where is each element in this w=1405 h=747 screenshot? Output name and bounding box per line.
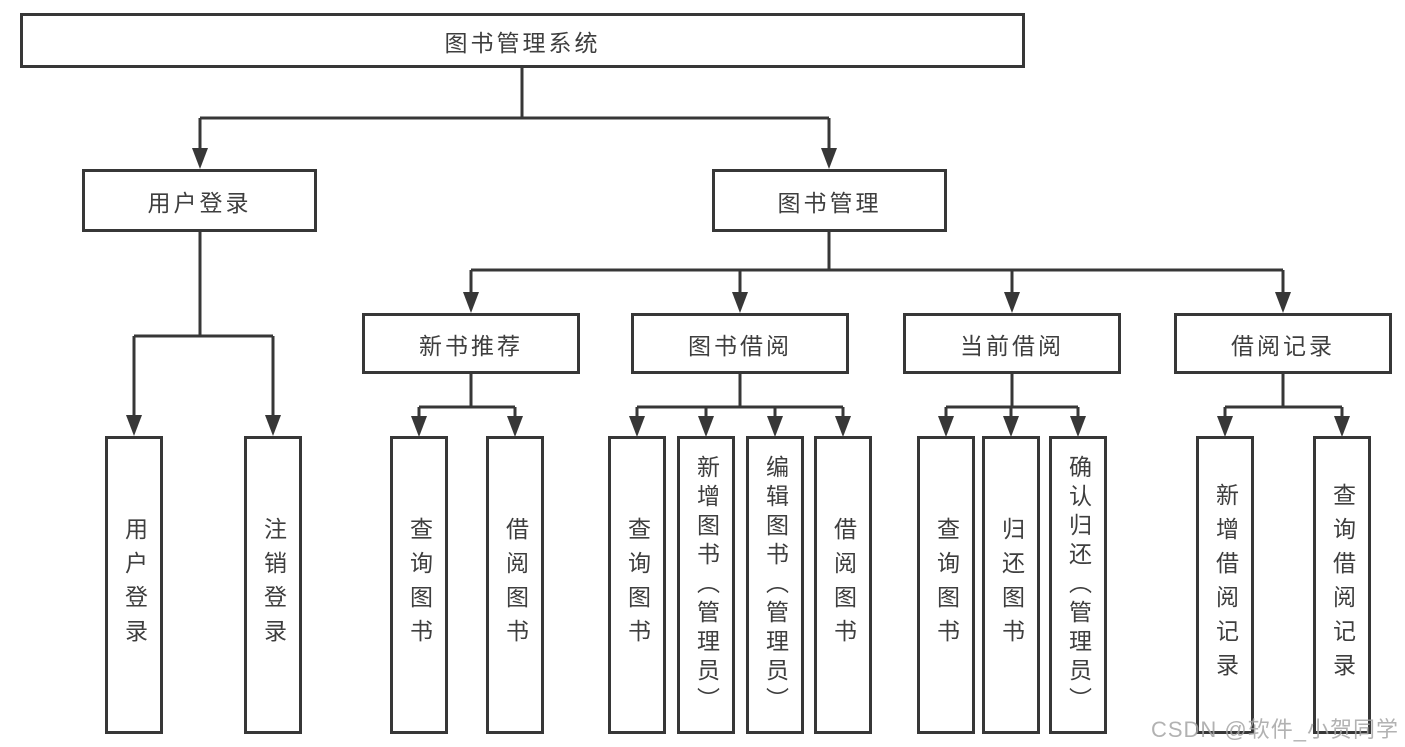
leaf-current-confirm-return-admin-label: 确认归还（管理员） xyxy=(1065,454,1092,716)
node-user-login-label: 用户登录 xyxy=(147,189,252,216)
leaf-borrow-add-books-admin: 新增图书（管理员） xyxy=(677,436,735,734)
node-borrowing-records: 借阅记录 xyxy=(1174,313,1392,374)
node-current-borrowing: 当前借阅 xyxy=(903,313,1121,374)
node-root-label: 图书管理系统 xyxy=(444,29,601,56)
node-new-book-recommend-label: 新书推荐 xyxy=(419,332,523,359)
leaf-borrow-edit-books-admin: 编辑图书（管理员） xyxy=(746,436,804,734)
leaf-newbook-borrow-books-label: 借阅图书 xyxy=(502,517,529,653)
leaf-current-confirm-return-admin: 确认归还（管理员） xyxy=(1049,436,1107,734)
leaf-borrow-query-books: 查询图书 xyxy=(608,436,666,734)
leaf-user-login: 用户登录 xyxy=(105,436,163,734)
node-current-borrowing-label: 当前借阅 xyxy=(960,332,1064,359)
leaf-borrow-query-books-label: 查询图书 xyxy=(624,517,651,653)
leaf-borrow-borrow-books: 借阅图书 xyxy=(814,436,872,734)
leaf-logout-label: 注销登录 xyxy=(260,517,287,653)
node-book-borrowing: 图书借阅 xyxy=(631,313,849,374)
leaf-records-query-record-label: 查询借阅记录 xyxy=(1329,483,1356,687)
node-borrowing-records-label: 借阅记录 xyxy=(1231,332,1335,359)
leaf-user-login-label: 用户登录 xyxy=(121,517,148,653)
leaf-borrow-add-books-admin-label: 新增图书（管理员） xyxy=(693,454,720,716)
node-root: 图书管理系统 xyxy=(20,13,1025,68)
leaf-newbook-borrow-books: 借阅图书 xyxy=(486,436,544,734)
watermark: CSDN @软件_小贺同学 xyxy=(1150,717,1399,742)
leaf-borrow-borrow-books-label: 借阅图书 xyxy=(830,517,857,653)
leaf-records-add-record: 新增借阅记录 xyxy=(1196,436,1254,734)
node-book-borrowing-label: 图书借阅 xyxy=(688,332,792,359)
leaf-borrow-edit-books-admin-label: 编辑图书（管理员） xyxy=(762,454,789,716)
leaf-records-query-record: 查询借阅记录 xyxy=(1313,436,1371,734)
leaf-logout: 注销登录 xyxy=(244,436,302,734)
node-user-login: 用户登录 xyxy=(82,169,317,232)
leaf-current-query-books: 查询图书 xyxy=(917,436,975,734)
leaf-newbook-query-books: 查询图书 xyxy=(390,436,448,734)
leaf-current-return-books-label: 归还图书 xyxy=(998,517,1025,653)
node-book-management: 图书管理 xyxy=(712,169,947,232)
leaf-newbook-query-books-label: 查询图书 xyxy=(406,517,433,653)
node-book-management-label: 图书管理 xyxy=(777,189,882,216)
leaf-current-query-books-label: 查询图书 xyxy=(933,517,960,653)
node-new-book-recommend: 新书推荐 xyxy=(362,313,580,374)
leaf-records-add-record-label: 新增借阅记录 xyxy=(1212,483,1239,687)
leaf-current-return-books: 归还图书 xyxy=(982,436,1040,734)
